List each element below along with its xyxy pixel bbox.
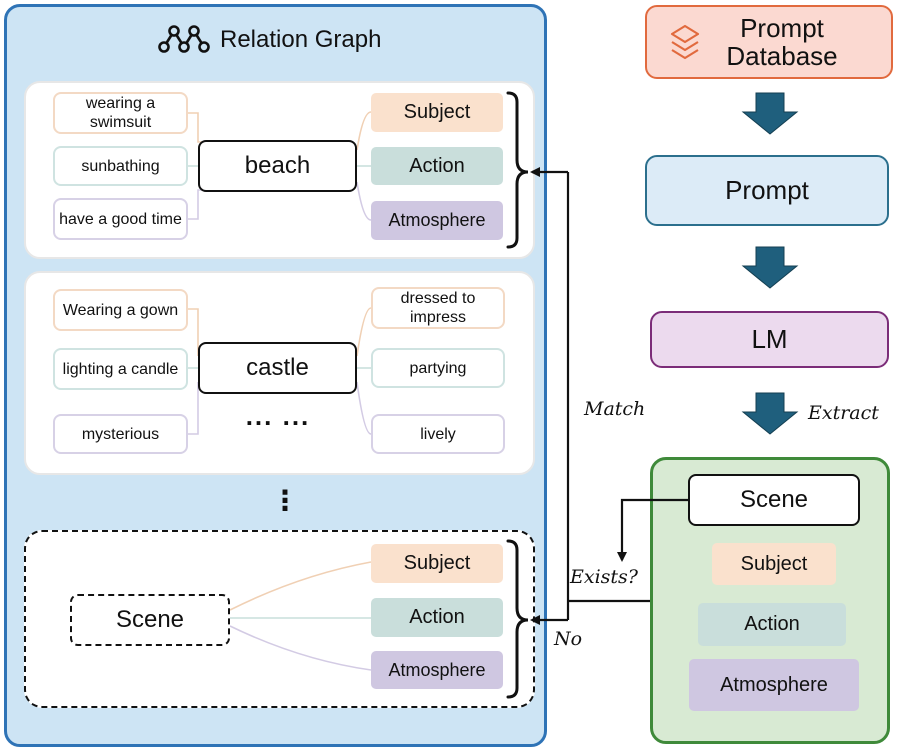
subject-tag: Subject	[371, 93, 503, 132]
extracted-scene-node: Scene	[688, 474, 860, 526]
left-node: wearing a swimsuit	[53, 92, 188, 134]
relation-graph-title: Relation Graph	[220, 26, 382, 53]
left-node: have a good time	[53, 198, 188, 240]
center-node-castle: castle	[198, 342, 357, 394]
right-node: partying	[371, 348, 505, 388]
prompt-database-label: Prompt Database	[726, 13, 838, 71]
match-label: Match	[584, 398, 646, 420]
atmosphere-tag: Atmosphere	[371, 651, 503, 689]
layers-icon	[670, 24, 700, 60]
left-node: mysterious	[53, 414, 188, 454]
left-node: sunbathing	[53, 146, 188, 186]
vertical-ellipsis: ⋮	[271, 484, 299, 516]
atmosphere-tag: Atmosphere	[371, 201, 503, 240]
atmosphere-tag: Atmosphere	[689, 659, 859, 711]
graph-nodes-icon	[158, 25, 210, 53]
right-node: dressed to impress	[371, 287, 505, 329]
prompt-box: Prompt	[645, 155, 889, 226]
lm-box: LM	[650, 311, 889, 368]
right-node: lively	[371, 414, 505, 454]
extract-label: Extract	[808, 402, 879, 424]
action-tag: Action	[371, 598, 503, 637]
center-node-beach: beach	[198, 140, 357, 192]
action-tag: Action	[698, 603, 846, 646]
left-node: Wearing a gown	[53, 289, 188, 331]
subject-tag: Subject	[371, 544, 503, 583]
prompt-database-box: Prompt Database	[645, 5, 893, 79]
exists-label: Exists?	[570, 566, 638, 588]
subject-tag: Subject	[712, 543, 836, 585]
more-nodes-ellipsis: ... ...	[245, 400, 311, 431]
new-scene-node: Scene	[70, 594, 230, 646]
no-label: No	[554, 628, 583, 650]
action-tag: Action	[371, 147, 503, 185]
left-node: lighting a candle	[53, 348, 188, 390]
